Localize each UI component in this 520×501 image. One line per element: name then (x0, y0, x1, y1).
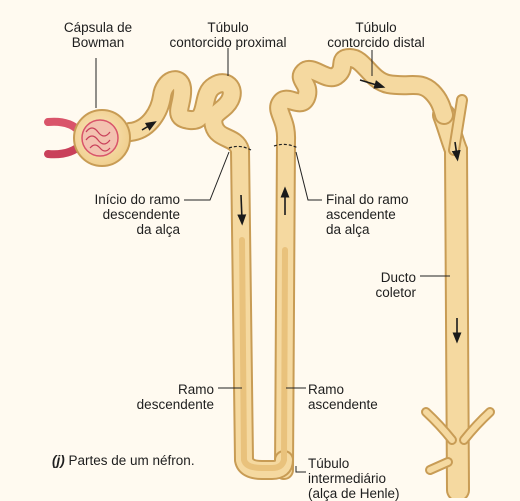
label-inicio-ramo-descendente: Início do ramo descendente da alça (64, 192, 180, 237)
leader-final (296, 152, 322, 200)
flow-arrow (241, 195, 242, 220)
caption-marker: (j) (52, 453, 65, 468)
leader-intermediario (296, 466, 306, 472)
label-final-ramo-ascendente: Final do ramo ascendente da alça (326, 192, 446, 237)
label-distal-tubule: Túbulo contorcido distal (306, 20, 446, 50)
label-proximal-tubule: Túbulo contorcido proximal (150, 20, 306, 50)
caption-text: Partes de um néfron. (65, 453, 195, 468)
collecting-duct (426, 100, 490, 490)
figure-caption: (j) Partes de um néfron. (52, 453, 195, 468)
label-ramo-ascendente: Ramo ascendente (308, 382, 402, 412)
leader-inicio (184, 152, 229, 200)
label-tubulo-intermediario: Túbulo intermediário (alça de Henle) (308, 456, 428, 501)
bowman-capsule (48, 110, 130, 166)
label-ducto-coletor: Ducto coletor (356, 270, 416, 300)
label-bowman-capsule: Cápsula de Bowman (52, 20, 144, 50)
label-ramo-descendente: Ramo descendente (120, 382, 214, 412)
